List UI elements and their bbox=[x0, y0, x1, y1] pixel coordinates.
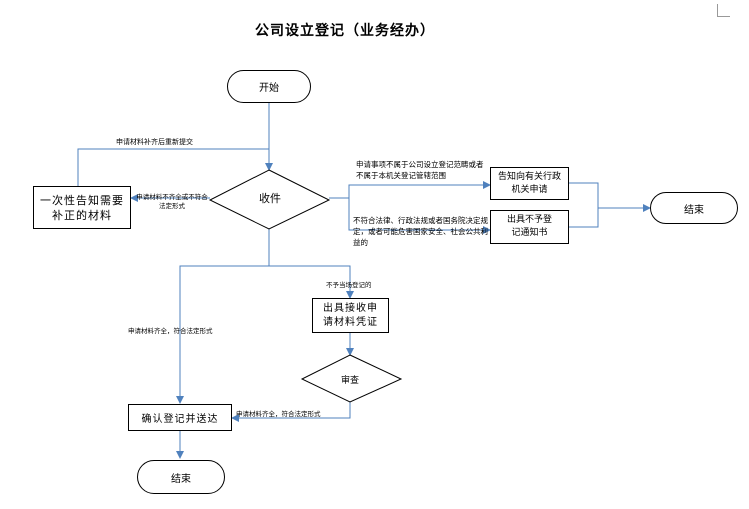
edge-label-complete-bottom: 申请材料齐全，符合法定形式 bbox=[236, 410, 321, 418]
receipt-voucher-label: 出具接收申请材料凭证 bbox=[323, 302, 378, 328]
edge-not-comply bbox=[348, 198, 491, 234]
edge-label-complete-left: 申请材料齐全，符合法定形式 bbox=[128, 327, 213, 335]
edge-inform-end bbox=[569, 182, 651, 212]
confirm-register-box: 确认登记并送达 bbox=[128, 404, 232, 431]
edge-label-not-onsite: 不予当场登记的 bbox=[326, 281, 372, 289]
edge-review-confirm bbox=[231, 402, 351, 422]
start-terminal: 开始 bbox=[227, 70, 311, 103]
receive-decision: 收件 bbox=[240, 188, 300, 208]
diagram-title: 公司设立登记（业务经办） bbox=[255, 23, 435, 39]
end-terminal-bottom: 结束 bbox=[137, 460, 225, 494]
edge-label-resubmit: 申请材料补齐后重新提交 bbox=[116, 138, 193, 146]
edge-label-incomplete: 申请材料不齐全或不符合法定形式 bbox=[136, 193, 208, 210]
start-label: 开始 bbox=[259, 83, 279, 94]
edge-notice-end bbox=[569, 208, 599, 228]
page-corner-mark bbox=[717, 4, 730, 17]
inform-apply-label: 告知向有关行政机关申请 bbox=[497, 171, 561, 195]
end-right-label: 结束 bbox=[684, 204, 704, 216]
edge-split-left bbox=[176, 265, 269, 404]
review-decision: 审查 bbox=[325, 371, 375, 387]
edge-label-not-comply: 不符合法律、行政法规或者国务院决定规定，或者可能危害国家安全、社会公共利益的 bbox=[353, 216, 488, 247]
end-terminal-right: 结束 bbox=[650, 192, 738, 224]
edge-resubmit bbox=[77, 148, 269, 186]
receipt-voucher-box: 出具接收申请材料凭证 bbox=[312, 298, 389, 333]
edge-not-scope bbox=[329, 181, 491, 199]
inform-apply-box: 告知向有关行政机关申请 bbox=[490, 167, 569, 200]
end-bottom-label: 结束 bbox=[171, 473, 191, 485]
correction-notice-box: 一次性告知需要补正的材料 bbox=[33, 186, 131, 229]
not-register-notice-label: 出具不予登记通知书 bbox=[506, 215, 552, 238]
edge-split-right bbox=[269, 265, 354, 299]
receive-decision-shape bbox=[208, 169, 331, 230]
correction-notice-label: 一次性告知需要补正的材料 bbox=[40, 193, 124, 222]
confirm-register-label: 确认登记并送达 bbox=[141, 414, 219, 425]
review-label: 审查 bbox=[340, 375, 359, 386]
not-register-notice-box: 出具不予登记通知书 bbox=[490, 210, 569, 244]
receive-label: 收件 bbox=[259, 192, 281, 205]
edge-label-not-scope: 申请事项不属于公司设立登记范畴或者不属于本机关登记管辖范围 bbox=[356, 160, 484, 180]
review-decision-shape bbox=[300, 354, 403, 403]
